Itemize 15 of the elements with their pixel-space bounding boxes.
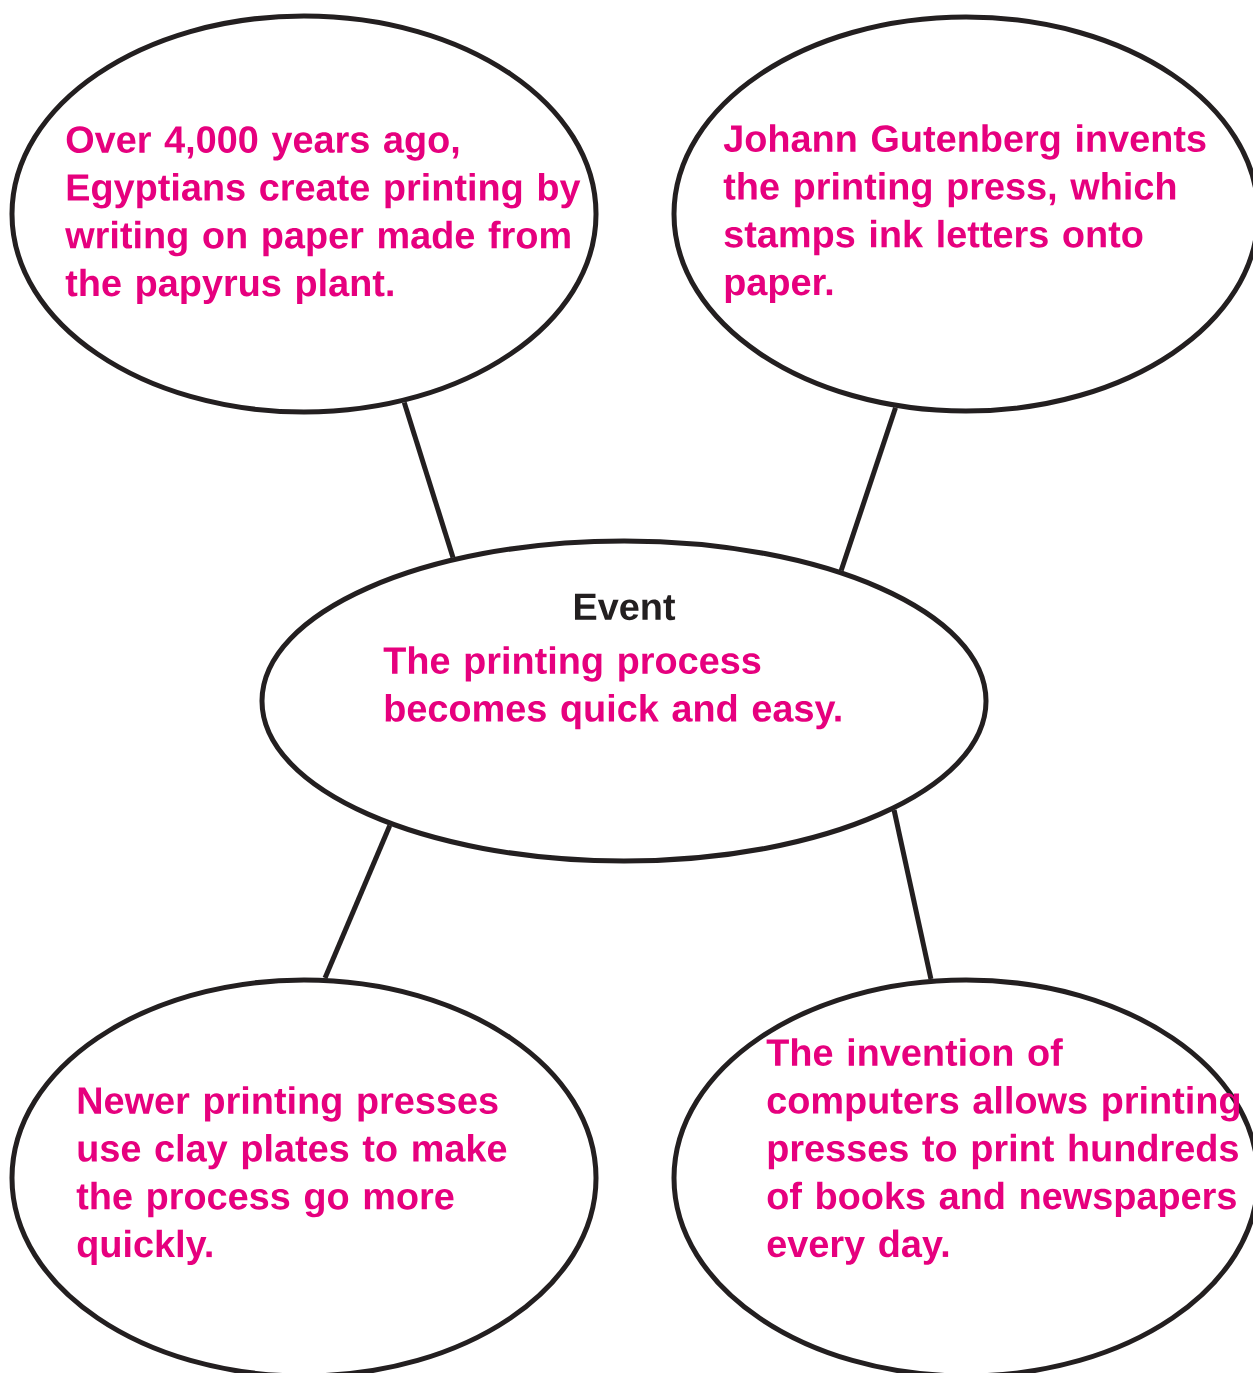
oval-bubble <box>259 538 989 864</box>
oval-bubble <box>9 13 599 415</box>
bubble-text: Johann Gutenberg invents the printing press, which stamps ink letters onto paper. <box>723 124 1206 303</box>
oval-bubble <box>671 14 1253 414</box>
connector-line <box>322 824 393 979</box>
bubble-text: Over 4,000 years ago, Egyptians create printing by writing on paper made from the papyrus plant. <box>65 126 581 304</box>
connector-line <box>891 809 934 980</box>
oval-bubble <box>671 977 1253 1373</box>
bubble-text: Newer printing presses use clay plates to make the process go more quickly. <box>76 1086 507 1265</box>
oval-bubble <box>9 977 599 1373</box>
bubble-text: The invention of computers allows printing presses to print hundreds of books and newspapers every day. <box>766 1038 1240 1265</box>
connector-line <box>401 401 456 559</box>
bubble-text: The printing process becomes quick and easy. <box>383 646 841 730</box>
connector-line <box>838 406 898 572</box>
heading-text: Event <box>575 593 676 621</box>
